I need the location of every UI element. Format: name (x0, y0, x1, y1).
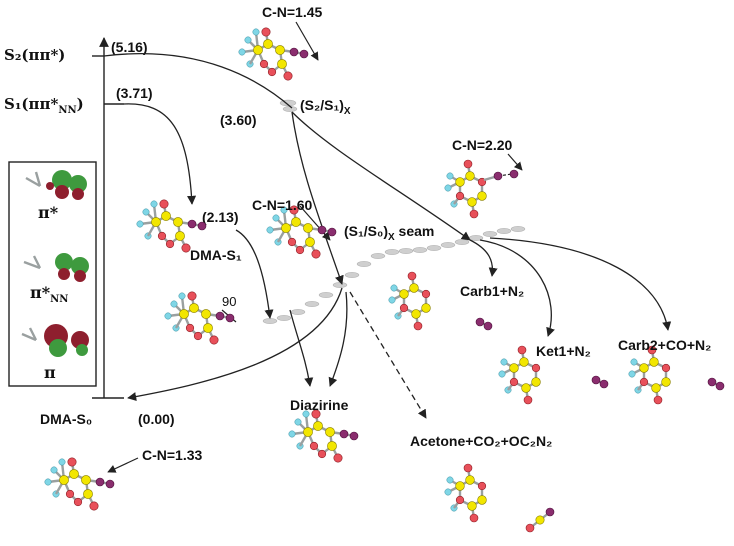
carb2-label: Carb2+CO+N₂ (618, 337, 711, 353)
co2-acetone (525, 507, 555, 533)
pointer-cn-160 (299, 205, 331, 241)
dma-s1-energy: (2.13) (202, 209, 239, 225)
acetone-label: Acetone+CO₂+OC₂N₂ (410, 433, 552, 449)
pi-star-nn-orbital (23, 253, 89, 282)
ci-s2s1-energy: (3.60) (220, 112, 257, 128)
molecule-ket1 (497, 344, 542, 406)
path-dma-s1-to-seam (235, 229, 274, 319)
s1-energy: (3.71) (116, 85, 153, 101)
n2-carb1 (474, 316, 494, 332)
pointer-cn-133 (107, 457, 139, 473)
molecule-dma-s0 (43, 456, 116, 512)
n2-carb2 (706, 376, 726, 392)
cn-133-label: C-N=1.33 (142, 447, 203, 463)
diazirine-label: Diazirine (290, 397, 349, 413)
path-s1-to-dma-s1 (123, 103, 197, 205)
s2-energy: (5.16) (111, 39, 148, 55)
pi-star-orbital (25, 170, 87, 200)
cn-145-label: C-N=1.45 (262, 4, 323, 20)
s2-label: S₂(ππ*) (4, 46, 65, 64)
cn-220-label: C-N=2.20 (452, 137, 513, 153)
molecule-cn-220 (443, 158, 519, 220)
path-seam-to-diazirine-2 (328, 291, 348, 387)
molecule-carb2 (627, 344, 672, 406)
path-ci-to-seam-center (291, 111, 344, 285)
pointer-cn-145 (295, 21, 319, 61)
pi-orbital (21, 324, 89, 357)
cn-160-label: C-N=1.60 (252, 197, 313, 213)
path-ci-to-seam-right (291, 111, 471, 241)
pi-star-nn-label: π*NN (30, 283, 68, 305)
ci-s2s1-label: (S₂/S₁)X (300, 97, 351, 117)
s0-energy: (0.00) (138, 411, 175, 427)
orbital-box (8, 161, 97, 387)
angle-90-label: 90 (222, 294, 236, 309)
molecule-diazirine (287, 408, 360, 464)
path-s2-to-ci (103, 52, 293, 109)
path-seam-to-ket1 (479, 239, 555, 337)
s0-label: DMA-S₀ (40, 411, 92, 427)
s1-label: S₁(ππ*NN) (4, 95, 84, 116)
pointer-cn-220 (507, 153, 523, 171)
path-seam-to-acetone (349, 291, 427, 419)
ket1-label: Ket1+N₂ (536, 343, 591, 359)
molecule-ci-s2s1 (237, 26, 310, 82)
path-seam-to-s0 (127, 287, 343, 402)
path-seam-to-carb2 (489, 237, 672, 331)
path-seam-to-carb1 (469, 239, 498, 277)
molecule-cn-160 (265, 204, 338, 260)
molecule-acetone (443, 462, 488, 524)
carb1-label: Carb1+N₂ (460, 283, 524, 299)
n2-ket1 (590, 374, 610, 390)
molecule-dma-s1 (135, 198, 208, 254)
pi-star-label: π* (38, 203, 59, 222)
path-seam-to-diazirine-1 (289, 309, 314, 387)
pi-label: π (44, 363, 56, 382)
molecule-carb1 (387, 270, 432, 332)
dma-s1-label: DMA-S₁ (190, 247, 242, 263)
ci-s1s0-seam-label: (S₁/S₀)X seam (344, 223, 434, 243)
